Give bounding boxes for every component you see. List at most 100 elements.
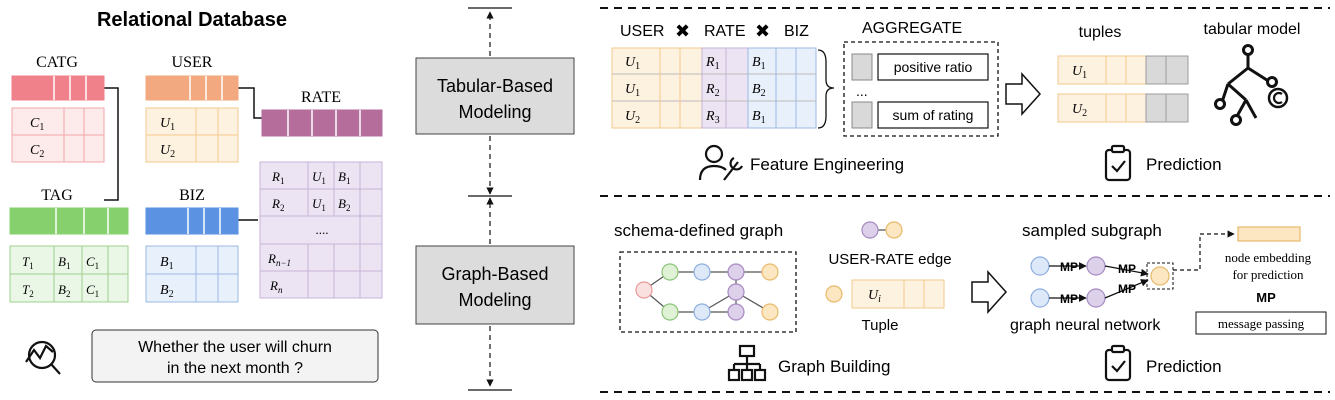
tabular-flow-arrow bbox=[1005, 72, 1042, 116]
tag-row-2-c: C1 bbox=[86, 282, 99, 299]
relational-database-title: Relational Database bbox=[97, 9, 287, 31]
catg-table-body: C1 C2 bbox=[11, 107, 105, 163]
relational-database-panel: Relational Database CATG C1 C2 USER bbox=[9, 9, 383, 383]
joined-row-1-u: U1 bbox=[625, 55, 640, 72]
join-times-icon-2: ✖ bbox=[755, 21, 770, 41]
tuple-label: Tuple bbox=[862, 317, 899, 334]
rate-table-name: RATE bbox=[301, 89, 341, 106]
rate-row-2-b: B2 bbox=[338, 196, 350, 213]
catg-row-2: C2 bbox=[30, 143, 44, 160]
tag-table-name: TAG bbox=[41, 187, 73, 204]
tag-table-header bbox=[9, 207, 129, 235]
biz-table-name: BIZ bbox=[179, 187, 205, 204]
join-times-icon: ✖ bbox=[675, 21, 690, 41]
sampled-subgraph-title: sampled subgraph bbox=[1022, 221, 1162, 240]
rate-row-1-u: U1 bbox=[312, 169, 326, 186]
joined-row-2-b: B2 bbox=[752, 82, 766, 99]
user-row-1: U1 bbox=[160, 116, 175, 133]
biz-table-body: B1 B2 bbox=[145, 245, 239, 303]
graph-pipeline: schema-defined graph bbox=[600, 221, 1330, 393]
tag-row-2-b: B2 bbox=[58, 282, 70, 299]
user-table-header bbox=[145, 75, 239, 101]
graph-modeling-line-1: Graph-Based bbox=[441, 264, 548, 284]
joined-table: U1 R1 B1 U1 R2 B2 U2 R3 B1 bbox=[611, 47, 817, 129]
aggregate-positive-ratio: positive ratio bbox=[894, 59, 973, 75]
churn-question-line-1: Whether the user will churn bbox=[138, 339, 332, 356]
graph-modeling-line-2: Modeling bbox=[458, 290, 531, 310]
tag-row-1-t: T1 bbox=[22, 254, 34, 271]
table-connectors bbox=[104, 87, 262, 221]
tag-row-2-t: T2 bbox=[22, 282, 34, 299]
mp-label-4: MP bbox=[1118, 282, 1136, 296]
user-table-body: U1 U2 bbox=[145, 107, 239, 163]
decision-tree-icon bbox=[1214, 44, 1289, 126]
tuple-example-cell: Ui bbox=[868, 288, 881, 305]
modeling-types-column: Tabular-Based Modeling Graph-Based Model… bbox=[415, 7, 575, 391]
aggregate-sum-of-rating: sum of rating bbox=[893, 107, 974, 123]
tag-row-1-c: C1 bbox=[86, 254, 99, 271]
tabular-prediction-label: Prediction bbox=[1146, 155, 1222, 174]
joined-row-3-b: B1 bbox=[752, 109, 766, 126]
sampled-subgraph: MP MP MP MP bbox=[1030, 256, 1174, 308]
tag-row-1-b: B1 bbox=[58, 254, 70, 271]
churn-question-line-2: in the next month ? bbox=[167, 360, 303, 377]
catg-table-header bbox=[11, 75, 105, 101]
join-brace bbox=[817, 49, 835, 129]
biz-table-header bbox=[145, 207, 239, 235]
tuple-row-1: U1 bbox=[1072, 64, 1087, 81]
rate-row-n: Rn bbox=[269, 278, 283, 295]
churn-question-box: Whether the user will churn in the next … bbox=[91, 329, 379, 383]
mp-label-1: MP bbox=[1060, 260, 1078, 274]
aggregate-box: positive ratio ... sum of rating bbox=[843, 41, 999, 137]
tabular-model-title: tabular model bbox=[1204, 21, 1301, 38]
feature-engineering-label: Feature Engineering bbox=[750, 155, 904, 174]
mp-label-2: MP bbox=[1060, 292, 1078, 306]
tuple-row-2: U2 bbox=[1072, 102, 1087, 119]
join-biz-label: BIZ bbox=[784, 23, 809, 40]
joined-row-3-r: R3 bbox=[705, 109, 720, 126]
user-row-2: U2 bbox=[160, 143, 175, 160]
rate-row-2-r: R2 bbox=[271, 196, 284, 213]
joined-row-1-r: R1 bbox=[705, 55, 720, 72]
join-rate-label: RATE bbox=[704, 23, 745, 40]
tabular-modeling-line-1: Tabular-Based bbox=[437, 76, 553, 96]
tuples-title: tuples bbox=[1079, 24, 1122, 41]
tuple-example: Ui bbox=[825, 279, 945, 309]
tuples-table: U1 U2 bbox=[1057, 55, 1189, 123]
aggregate-ellipsis: ... bbox=[856, 83, 868, 99]
gnn-label: graph neural network bbox=[1010, 317, 1161, 334]
join-header: USER ✖ RATE ✖ BIZ bbox=[620, 21, 809, 41]
feature-engineering-icon bbox=[698, 144, 743, 181]
join-user-label: USER bbox=[620, 23, 664, 40]
catg-row-1: C1 bbox=[30, 116, 44, 133]
biz-row-2: B2 bbox=[160, 283, 174, 300]
schema-graph bbox=[619, 251, 797, 333]
graph-building-label: Graph Building bbox=[778, 357, 890, 376]
churn-search-icon bbox=[25, 340, 61, 375]
biz-row-1: B1 bbox=[160, 255, 174, 272]
graph-flow-arrow bbox=[971, 270, 1008, 314]
joined-row-3-u: U2 bbox=[625, 109, 640, 126]
graph-prediction-label: Prediction bbox=[1146, 357, 1222, 376]
user-rate-edge-example bbox=[861, 221, 903, 239]
node-embedding-line-2: for prediction bbox=[1232, 267, 1304, 282]
tabular-modeling-line-2: Modeling bbox=[458, 102, 531, 122]
embedding-arrow bbox=[1173, 230, 1235, 271]
graph-prediction-icon bbox=[1104, 344, 1132, 382]
rate-row-2-u: U1 bbox=[312, 196, 326, 213]
joined-row-1-b: B1 bbox=[752, 55, 766, 72]
tabular-prediction-icon bbox=[1104, 144, 1132, 182]
joined-row-2-u: U1 bbox=[625, 82, 640, 99]
tabular-pipeline: USER ✖ RATE ✖ BIZ U1 R1 B1 U1 R2 B2 U2 R… bbox=[600, 7, 1330, 182]
rate-row-n-minus-1: Rn−1 bbox=[267, 251, 291, 268]
catg-table-name: CATG bbox=[36, 54, 78, 71]
graph-modeling-box: Graph-Based Modeling bbox=[415, 245, 575, 325]
rate-row-1-r: R1 bbox=[271, 169, 284, 186]
joined-row-2-r: R2 bbox=[705, 82, 720, 99]
mp-legend-label: MP bbox=[1256, 290, 1276, 305]
rate-table-body: R1 U1 B1 R2 U1 B2 .... Rn−1 Rn bbox=[259, 161, 383, 299]
schema-graph-title: schema-defined graph bbox=[614, 221, 783, 240]
tabular-modeling-box: Tabular-Based Modeling bbox=[415, 57, 575, 135]
tag-table-body: T1 B1 C1 T2 B2 C1 bbox=[9, 245, 129, 303]
